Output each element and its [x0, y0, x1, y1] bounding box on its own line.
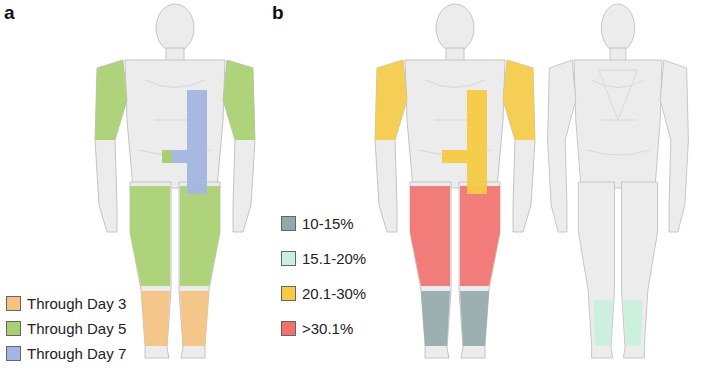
- legend-swatch: [281, 321, 296, 336]
- legend-entry: Through Day 5: [6, 320, 126, 337]
- legend-entry: >30.1%: [281, 320, 353, 337]
- legend-swatch: [6, 321, 21, 336]
- legend-entry: 15.1-20%: [281, 250, 366, 267]
- legend-entry: 10-15%: [281, 215, 354, 232]
- legend-swatch: [6, 296, 21, 311]
- legend-entry: Through Day 7: [6, 345, 126, 362]
- legend-swatch: [6, 346, 21, 361]
- legend-label: 10-15%: [302, 215, 354, 232]
- legend-label: Through Day 5: [27, 320, 126, 337]
- legend-label: 15.1-20%: [302, 250, 366, 267]
- legend-entry: Through Day 3: [6, 295, 126, 312]
- legend-label: >30.1%: [302, 320, 353, 337]
- legend-swatch: [281, 286, 296, 301]
- legend-label: 20.1-30%: [302, 285, 366, 302]
- legend-label: Through Day 3: [27, 295, 126, 312]
- panel-letter: a: [4, 2, 15, 24]
- legend-swatch: [281, 251, 296, 266]
- legend-entry: 20.1-30%: [281, 285, 366, 302]
- panel-letter: b: [272, 2, 284, 24]
- legend-label: Through Day 7: [27, 345, 126, 362]
- legend-swatch: [281, 216, 296, 231]
